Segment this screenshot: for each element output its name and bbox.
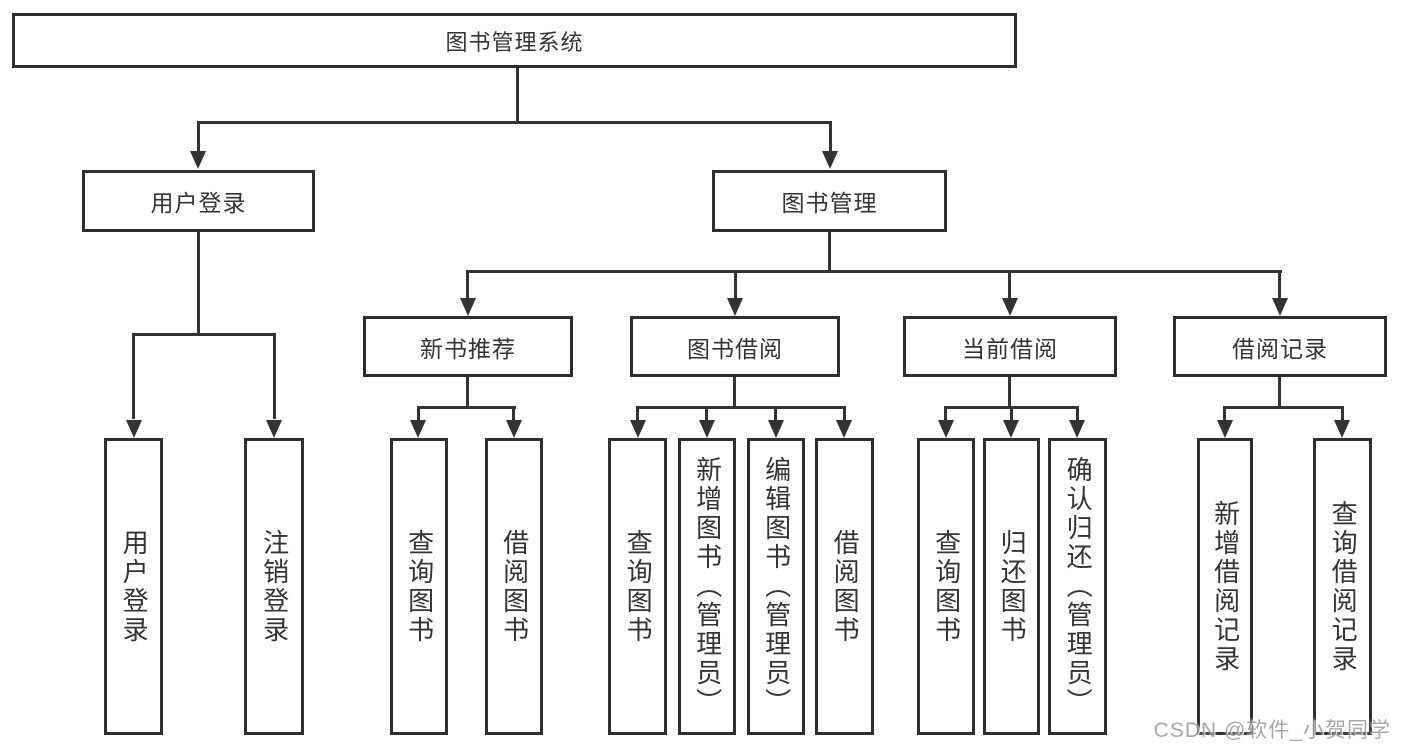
connector-line xyxy=(1278,377,1281,408)
connector-line xyxy=(1008,377,1011,408)
arrow-down-icon xyxy=(768,420,784,438)
node-label: 当前借阅 xyxy=(962,335,1058,362)
node-current-borrow: 当前借阅 xyxy=(903,316,1117,377)
node-label: 图书管理系统 xyxy=(445,29,584,55)
connector-line xyxy=(512,406,515,422)
arrow-down-icon xyxy=(938,420,954,438)
arrow-down-icon xyxy=(1069,420,1085,438)
arrow-down-icon xyxy=(822,151,838,169)
connector-line xyxy=(466,270,469,300)
connector-line xyxy=(273,333,276,419)
connector-line xyxy=(733,377,736,408)
arrow-down-icon xyxy=(1272,298,1288,316)
connector-line xyxy=(1278,270,1281,300)
node-label: 借阅记录 xyxy=(1232,335,1328,362)
node-label: 图书借阅 xyxy=(687,335,783,362)
node-library-system: 图书管理系统 xyxy=(12,13,1017,68)
connector-line xyxy=(1341,406,1344,422)
leaf-recommend-borrow-books: 借阅图书 xyxy=(485,438,543,735)
connector-line xyxy=(197,121,200,155)
connector-line xyxy=(636,406,639,422)
arrow-down-icon xyxy=(1002,298,1018,316)
leaf-user-login: 用户登录 xyxy=(104,438,163,735)
connector-line xyxy=(828,232,831,272)
node-label: 查询借阅记录 xyxy=(1328,499,1359,674)
leaf-return-books: 归还图书 xyxy=(983,438,1040,735)
arrow-down-icon xyxy=(190,151,206,169)
leaf-edit-books-admin: 编辑图书（管理员） xyxy=(747,438,805,735)
arrow-down-icon xyxy=(126,420,142,438)
connector-line xyxy=(1076,406,1079,422)
arrow-down-icon xyxy=(460,298,476,316)
leaf-logout: 注销登录 xyxy=(244,438,304,735)
connector-line xyxy=(417,406,516,409)
arrow-down-icon xyxy=(410,420,426,438)
connector-line xyxy=(829,121,832,155)
node-label: 注销登录 xyxy=(259,528,290,645)
arrow-down-icon xyxy=(506,420,522,438)
arrow-down-icon xyxy=(1003,420,1019,438)
leaf-borrow-books: 借阅图书 xyxy=(815,438,874,735)
connector-line xyxy=(516,68,519,124)
node-label: 用户登录 xyxy=(150,190,247,216)
connector-line xyxy=(466,377,469,408)
connector-line xyxy=(774,406,777,422)
leaf-add-books-admin: 新增图书（管理员） xyxy=(678,438,736,735)
node-label: 归还图书 xyxy=(997,528,1028,645)
connector-line xyxy=(705,406,708,422)
connector-line xyxy=(132,333,135,419)
connector-line xyxy=(132,333,276,336)
node-label: 用户登录 xyxy=(119,528,150,645)
leaf-query-borrow-record: 查询借阅记录 xyxy=(1313,438,1372,735)
connector-line xyxy=(466,270,1282,273)
leaf-confirm-return-admin: 确认归还（管理员） xyxy=(1048,438,1107,735)
node-label: 新增借阅记录 xyxy=(1210,499,1241,674)
node-user-login: 用户登录 xyxy=(82,170,315,232)
node-book-borrow: 图书借阅 xyxy=(630,316,840,377)
node-new-book-recommend: 新书推荐 xyxy=(363,316,573,377)
node-label: 查询图书 xyxy=(931,528,962,645)
connector-line xyxy=(636,406,846,409)
arrow-down-icon xyxy=(727,298,743,316)
node-label: 图书管理 xyxy=(781,190,878,216)
node-label: 编辑图书（管理员） xyxy=(761,456,792,717)
leaf-add-borrow-record: 新增借阅记录 xyxy=(1197,438,1253,735)
arrow-down-icon xyxy=(1334,420,1350,438)
leaf-current-query-books: 查询图书 xyxy=(917,438,975,735)
node-label: 查询图书 xyxy=(623,528,654,645)
connector-line xyxy=(734,270,737,300)
leaf-borrow-query-books: 查询图书 xyxy=(608,438,667,735)
connector-line xyxy=(197,232,200,335)
node-label: 新书推荐 xyxy=(420,335,516,362)
csdn-watermark: CSDN @软件_小贺同学 xyxy=(1153,719,1391,742)
node-label: 借阅图书 xyxy=(830,528,861,645)
node-label: 确认归还（管理员） xyxy=(1063,456,1094,717)
connector-line xyxy=(944,406,947,422)
node-label: 查询图书 xyxy=(404,528,435,645)
connector-line xyxy=(1010,406,1013,422)
arrow-down-icon xyxy=(836,420,852,438)
arrow-down-icon xyxy=(266,420,282,438)
node-book-management: 图书管理 xyxy=(712,170,947,232)
arrow-down-icon xyxy=(630,420,646,438)
connector-line xyxy=(843,406,846,422)
node-label: 借阅图书 xyxy=(499,528,530,645)
connector-line xyxy=(197,121,832,124)
connector-line xyxy=(1008,270,1011,300)
connector-line xyxy=(417,406,420,422)
node-label: 新增图书（管理员） xyxy=(692,456,723,717)
connector-line xyxy=(1223,406,1226,422)
arrow-down-icon xyxy=(1217,420,1233,438)
connector-line xyxy=(1223,406,1344,409)
node-borrow-records: 借阅记录 xyxy=(1173,316,1387,377)
arrow-down-icon xyxy=(699,420,715,438)
leaf-recommend-query-books: 查询图书 xyxy=(390,438,448,735)
